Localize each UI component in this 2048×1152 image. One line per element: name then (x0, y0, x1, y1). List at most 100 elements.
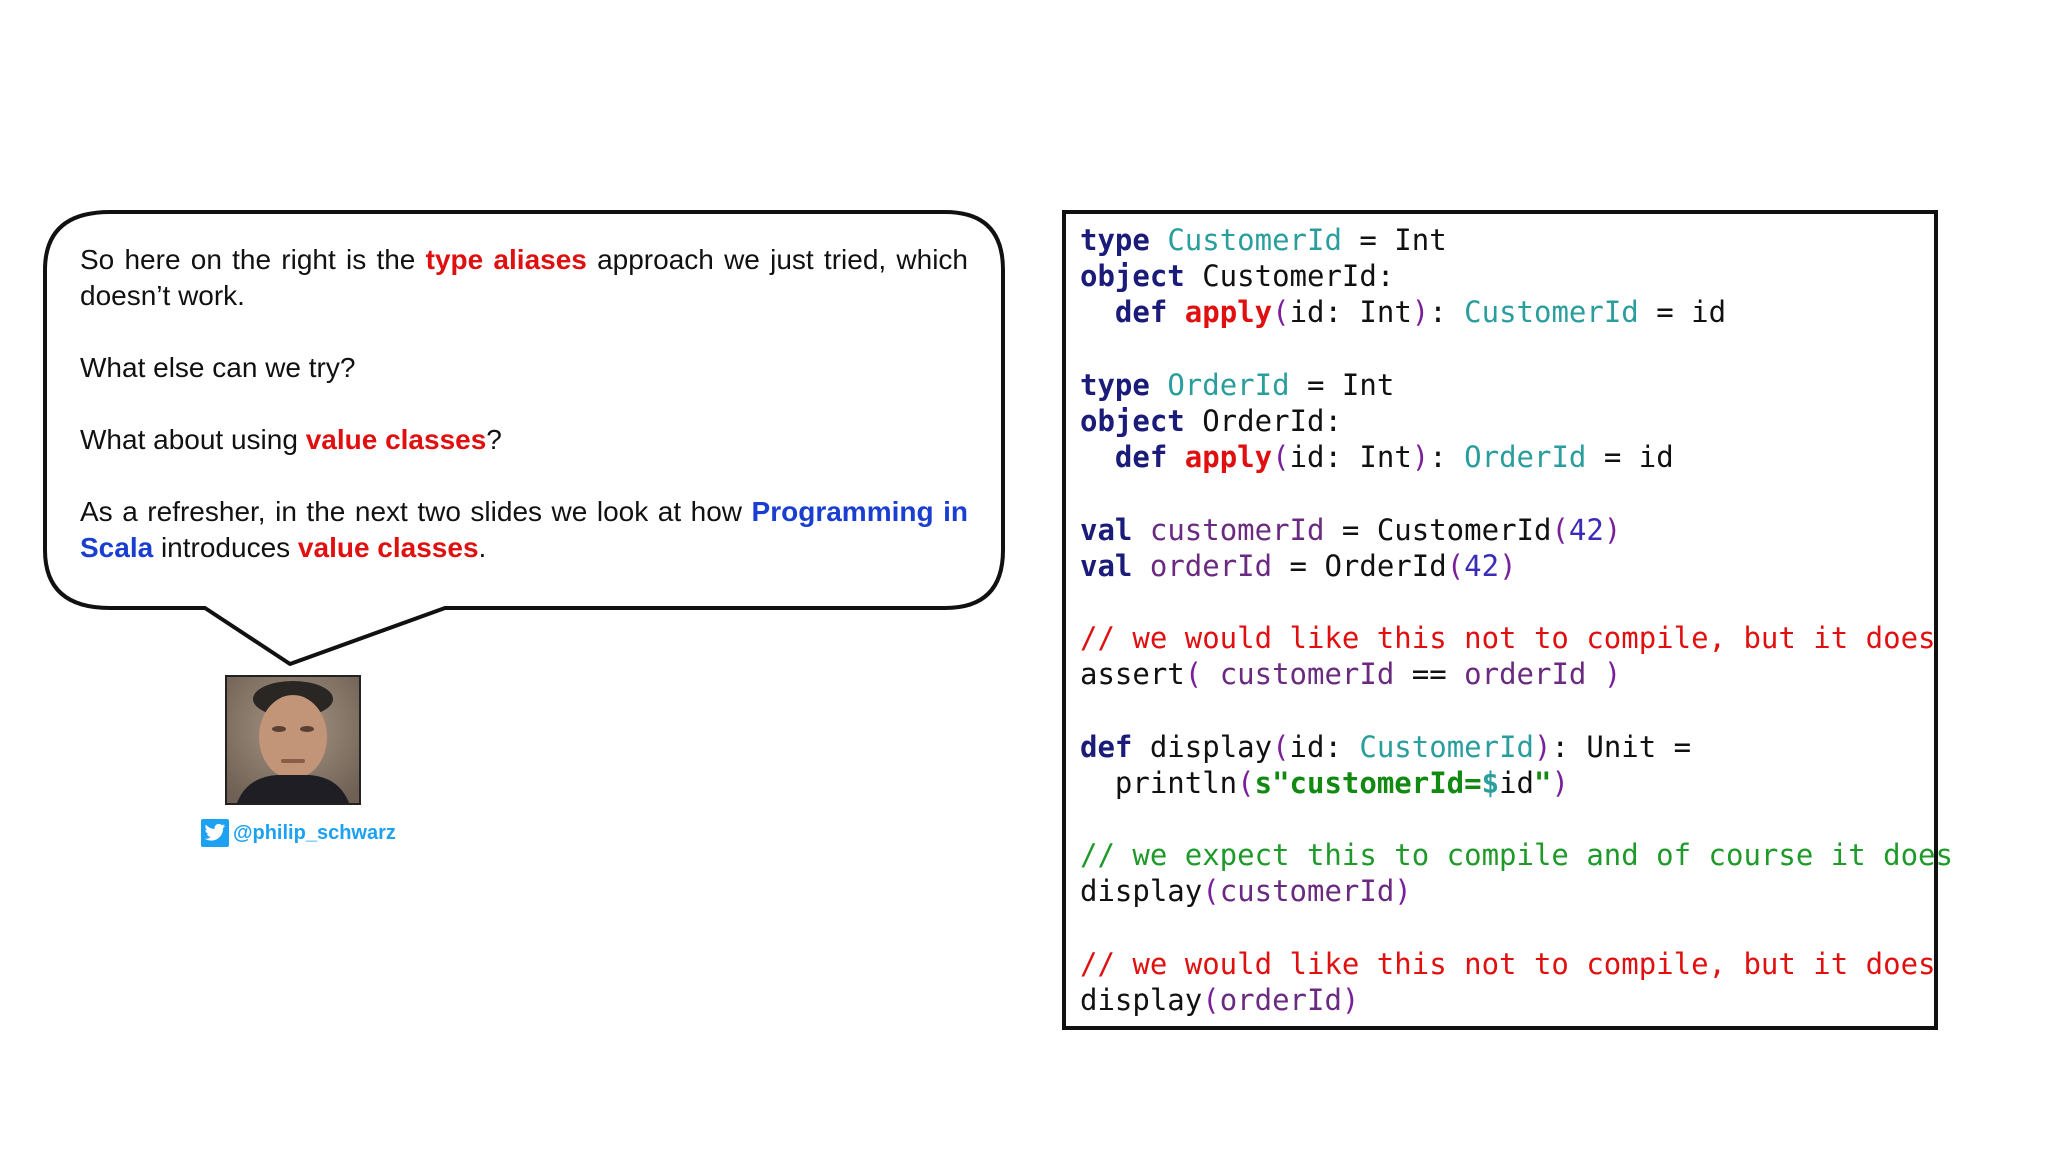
code-token: == (1394, 657, 1465, 692)
code-token: object (1080, 403, 1185, 438)
code-line: def apply(id: Int): OrderId = id (1080, 439, 1953, 475)
code-token: def (1080, 729, 1133, 764)
code-token: def (1114, 295, 1168, 330)
code-token: val (1080, 512, 1133, 547)
code-token: " (1533, 765, 1552, 800)
code-token: s"customerId= (1254, 765, 1482, 800)
twitter-icon (201, 819, 229, 847)
code-token: ) (1603, 512, 1622, 547)
code-line: println(s"customerId=$id") (1080, 765, 1953, 801)
code-token: apply (1184, 440, 1273, 475)
code-token: display (1080, 874, 1203, 909)
code-line: type CustomerId = Int (1080, 222, 1953, 258)
code-token: id (1499, 765, 1534, 800)
code-token: CustomerId (1359, 729, 1534, 764)
code-token: customerId (1149, 512, 1325, 547)
code-token: ( (1446, 548, 1465, 583)
code-token: = Int (1289, 367, 1395, 402)
code-token: println (1080, 765, 1238, 800)
code-token (1132, 549, 1149, 583)
code-line: def apply(id: Int): CustomerId = id (1080, 294, 1953, 330)
code-token (1167, 440, 1184, 474)
code-token: customerId (1219, 657, 1395, 692)
code-token: ) (1534, 729, 1552, 764)
code-line: display(orderId) (1080, 982, 1953, 1018)
code-token: ( (1272, 295, 1290, 330)
code-token: orderId (1219, 982, 1342, 1017)
code-token: = OrderId (1272, 548, 1447, 583)
highlight-value-classes: value classes (305, 424, 487, 455)
code-token: 42 (1464, 548, 1500, 583)
code-token: // we expect this to compile and of cour… (1080, 838, 1953, 873)
highlight-programming-in-scala: Programming in Scala (80, 496, 968, 563)
handle-text: @philip_schwarz (233, 821, 396, 844)
code-token: ) (1411, 295, 1430, 330)
code-line: object CustomerId: (1080, 258, 1953, 294)
code-line: assert( customerId == orderId ) (1080, 656, 1953, 692)
code-line: // we expect this to compile and of cour… (1080, 837, 1953, 873)
code-token: OrderId (1167, 367, 1290, 402)
code-token: : (1429, 295, 1465, 330)
code-token: orderId (1149, 548, 1273, 583)
code-token: CustomerId: (1184, 259, 1395, 294)
code-token (1167, 295, 1184, 329)
code-token: ( (1272, 729, 1290, 764)
code-token (1080, 440, 1115, 474)
code-token: ) (1341, 982, 1360, 1017)
code-token: def (1114, 440, 1168, 475)
code-token: $ (1481, 765, 1500, 800)
code-token: ) (1603, 657, 1622, 692)
code-token: display (1080, 982, 1203, 1017)
code-token: id: (1289, 729, 1360, 764)
code-token: CustomerId (1167, 223, 1342, 257)
code-token (1586, 657, 1603, 691)
code-token: ) (1394, 874, 1412, 909)
code-token (1132, 513, 1149, 547)
code-token: ) (1551, 765, 1569, 800)
code-token: id: Int (1289, 440, 1412, 475)
code-line: object OrderId: (1080, 403, 1953, 439)
code-token: val (1080, 548, 1133, 583)
code-token: OrderId: (1184, 403, 1342, 438)
code-token: ( (1202, 982, 1220, 1017)
code-token: CustomerId (1464, 295, 1639, 330)
code-line: display(customerId) (1080, 873, 1953, 909)
code-token: 42 (1568, 512, 1604, 547)
code-token: customerId (1219, 874, 1395, 909)
code-token: ( (1184, 657, 1203, 692)
speech-bubble (43, 210, 1005, 666)
code-token: display (1132, 729, 1273, 764)
bubble-paragraph-4: As a refresher, in the next two slides w… (80, 496, 968, 563)
code-line: type OrderId = Int (1080, 367, 1953, 403)
code-line (1080, 584, 1953, 620)
bubble-paragraph-2: What else can we try? (80, 352, 356, 383)
code-token: assert (1080, 657, 1185, 692)
code-token: ) (1499, 548, 1517, 583)
avatar-portrait (227, 677, 359, 803)
code-token (1150, 223, 1167, 257)
code-token: type (1080, 367, 1150, 402)
code-token: = id (1586, 440, 1674, 475)
highlight-type-aliases: type aliases (425, 244, 587, 275)
code-token (1080, 295, 1115, 329)
twitter-handle[interactable]: @philip_schwarz (201, 818, 396, 848)
code-token (1202, 657, 1219, 691)
code-line: def display(id: CustomerId): Unit = (1080, 729, 1953, 765)
code-line (1080, 801, 1953, 837)
code-token: : (1429, 440, 1465, 475)
code-line (1080, 331, 1953, 367)
code-token: ( (1202, 874, 1220, 909)
bubble-paragraph-1: So here on the right is the type aliases… (80, 244, 968, 311)
code-token: apply (1184, 295, 1273, 330)
bubble-text: So here on the right is the type aliases… (80, 242, 968, 566)
code-token: = id (1638, 295, 1727, 330)
code-line: val orderId = OrderId(42) (1080, 548, 1953, 584)
code-line (1080, 910, 1953, 946)
code-token: ( (1272, 440, 1290, 475)
code-token: = CustomerId (1324, 512, 1552, 547)
code-token: ) (1411, 440, 1430, 475)
code-line: val customerId = CustomerId(42) (1080, 512, 1953, 548)
